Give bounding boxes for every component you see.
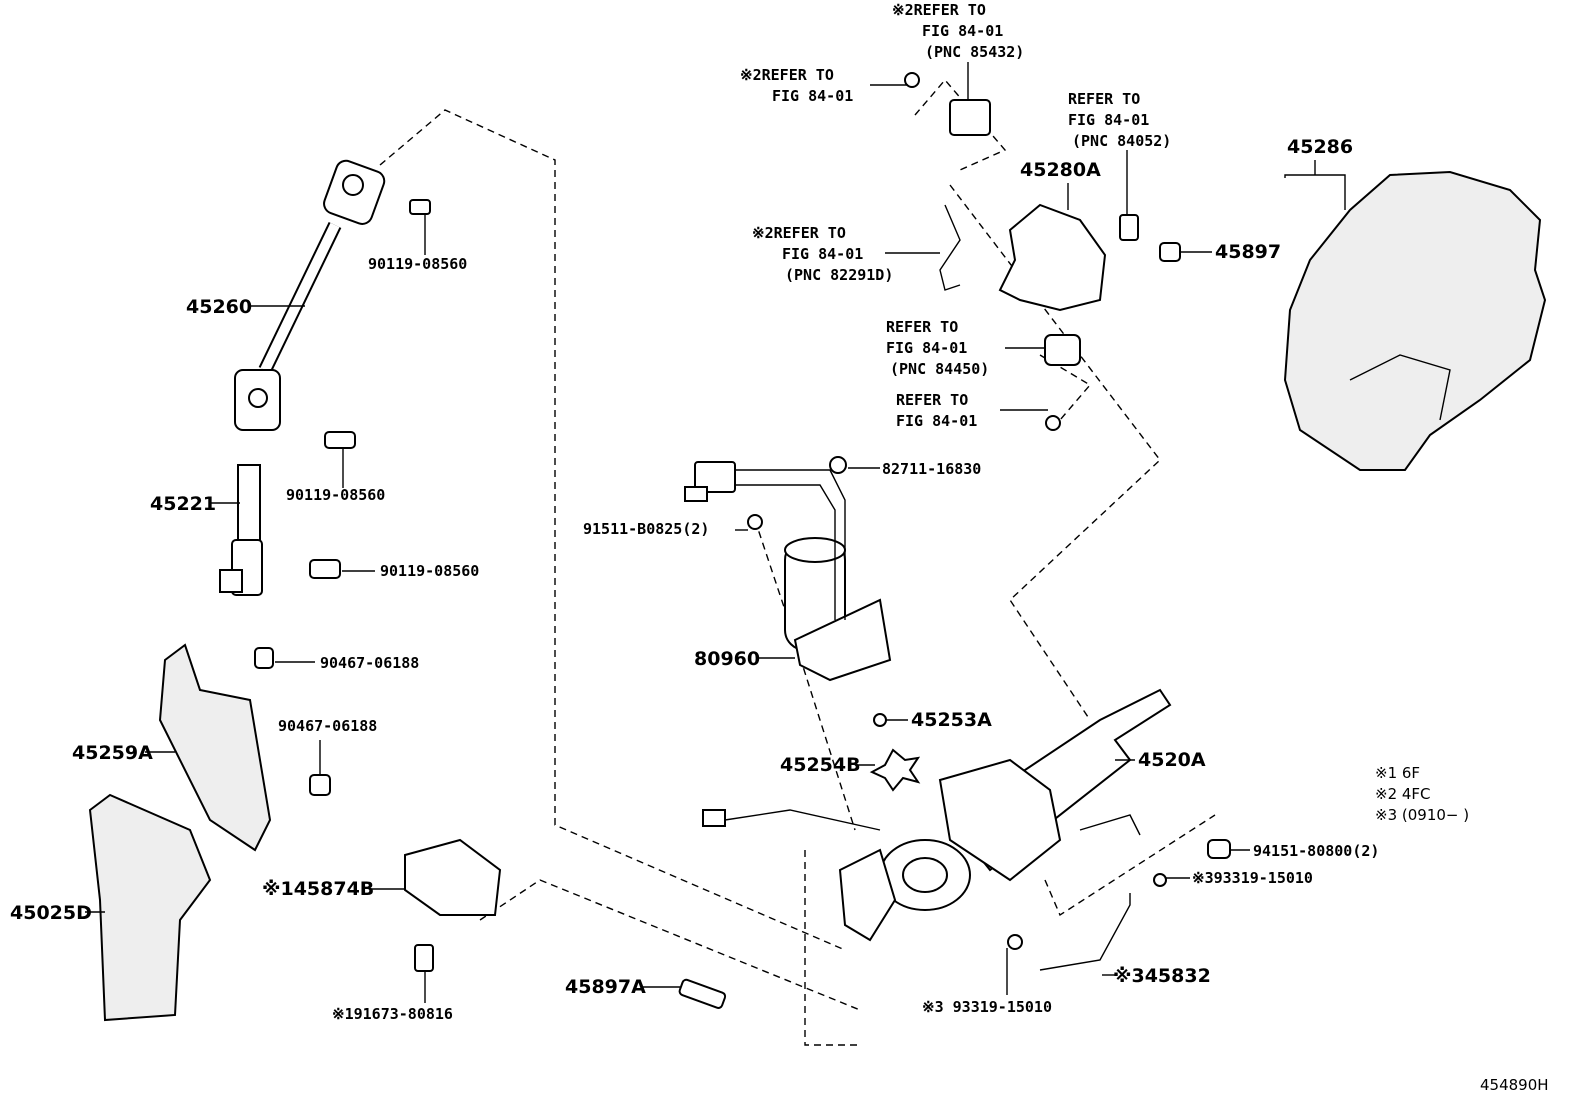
legend: ※1 6F ※2 4FC ※3 (0910− ) xyxy=(1375,764,1469,824)
lock-45280A xyxy=(939,99,1139,366)
leader-lines xyxy=(85,62,1346,1003)
dashed-outlines xyxy=(379,78,1216,1046)
part-82711-16830: 82711-16830 xyxy=(882,460,981,478)
part-90119-08560-c: 90119-08560 xyxy=(380,562,479,580)
ref-82291D: ※2REFER TO FIG 84-01 (PNC 82291D) xyxy=(752,224,893,284)
intermediate-shaft-45260 xyxy=(234,159,386,431)
column-assembly-4520A xyxy=(702,688,1172,942)
part-90119-08560-a: 90119-08560 xyxy=(368,255,467,273)
part-45280A: 45280A xyxy=(1020,159,1101,181)
part-80960: 80960 xyxy=(694,648,760,670)
part-91673-80816: ※191673-80816 xyxy=(332,1005,453,1023)
bracket-45874B xyxy=(404,838,502,972)
part-45221: 45221 xyxy=(150,493,216,515)
ref-84052: REFER TO FIG 84-01 (PNC 84052) xyxy=(1068,90,1171,150)
part-93319-15010: ※3 93319-15010 xyxy=(922,998,1052,1016)
part-90467-06188-a: 90467-06188 xyxy=(320,654,419,672)
ref-84052-line2: FIG 84-01 xyxy=(1068,111,1149,129)
part-45874B: ※145874B xyxy=(262,878,374,900)
part-45832: ※345832 xyxy=(1113,965,1211,987)
ref-84450: REFER TO FIG 84-01 (PNC 84450) xyxy=(886,318,989,378)
cover-45259A xyxy=(158,643,331,852)
ref-84-top-line2: FIG 84-01 xyxy=(772,87,853,105)
ref-84450-line2: FIG 84-01 xyxy=(886,339,967,357)
part-90467-06188-b: 90467-06188 xyxy=(278,717,377,735)
part-45260: 45260 xyxy=(186,296,252,318)
ref-84-top: ※2REFER TO FIG 84-01 xyxy=(740,66,853,105)
ref-85432-line3: (PNC 85432) xyxy=(925,43,1024,61)
ref-82291D-line1: ※2REFER TO xyxy=(752,224,846,242)
ref-85432-line1: ※2REFER TO xyxy=(892,1,986,19)
part-90119-08560-b: 90119-08560 xyxy=(286,486,385,504)
ref-85432-line2: FIG 84-01 xyxy=(922,22,1003,40)
motor-80960 xyxy=(684,461,892,682)
part-4520A: 4520A xyxy=(1138,749,1206,771)
part-labels: 45286 45280A 45897 45260 90119-08560 901… xyxy=(10,136,1379,1023)
part-45286: 45286 xyxy=(1287,136,1353,158)
part-94151-80800: 94151-80800(2) xyxy=(1253,842,1379,860)
ref-84-mid-line2: FIG 84-01 xyxy=(896,412,977,430)
ref-84-mid: REFER TO FIG 84-01 xyxy=(896,391,977,430)
legend-note-1: ※1 6F xyxy=(1375,764,1420,782)
diagram-code: 454890H xyxy=(1480,1076,1549,1094)
part-45254B: 45254B xyxy=(780,754,861,776)
sliding-yoke-45221 xyxy=(219,464,263,596)
ref-84450-line3: (PNC 84450) xyxy=(890,360,989,378)
part-45025D: 45025D xyxy=(10,902,92,924)
legend-note-3: ※3 (0910− ) xyxy=(1375,806,1469,824)
part-91511-B0825: 91511-B0825(2) xyxy=(583,520,709,538)
ref-84-top-line1: ※2REFER TO xyxy=(740,66,834,84)
ref-82291D-line2: FIG 84-01 xyxy=(782,245,863,263)
part-45897: 45897 xyxy=(1215,241,1281,263)
ref-84052-line3: (PNC 84052) xyxy=(1072,132,1171,150)
part-45259A: 45259A xyxy=(72,742,153,764)
ref-84-mid-line1: REFER TO xyxy=(896,391,968,409)
cover-45286 xyxy=(1283,170,1547,471)
part-45253A: 45253A xyxy=(911,709,992,731)
ref-85432: ※2REFER TO FIG 84-01 (PNC 85432) xyxy=(892,1,1024,61)
legend-note-2: ※2 4FC xyxy=(1375,785,1431,803)
ref-82291D-line3: (PNC 82291D) xyxy=(785,266,893,284)
boot-45025D xyxy=(88,793,212,1022)
bolts-90119 xyxy=(309,199,431,579)
part-393319-15010: ※393319-15010 xyxy=(1192,869,1313,887)
part-45897A: 45897A xyxy=(565,976,646,998)
ref-84450-line1: REFER TO xyxy=(886,318,958,336)
ref-84052-line1: REFER TO xyxy=(1068,90,1140,108)
